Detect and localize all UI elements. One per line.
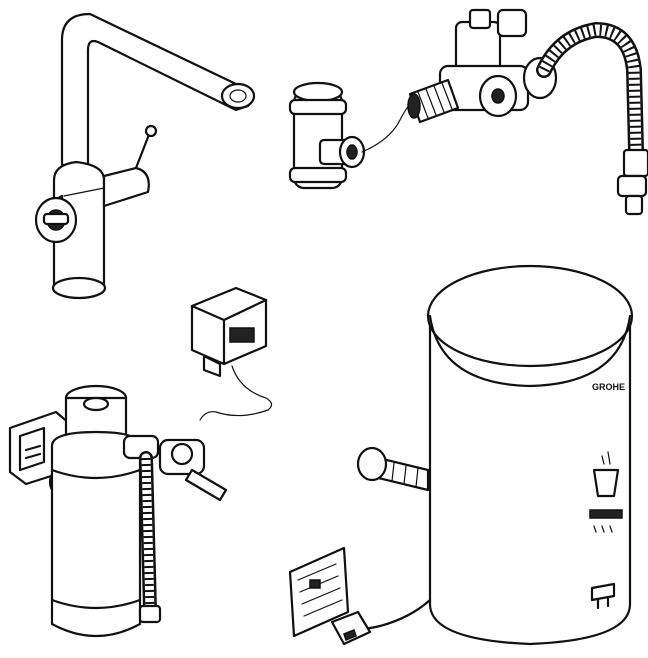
instruction-card-icon <box>309 579 321 589</box>
tank-top <box>426 264 634 368</box>
valve-top-cap <box>468 8 492 30</box>
tank-indicator-ticks <box>593 525 613 533</box>
valve-top-right <box>496 8 528 38</box>
valve-front-hole <box>491 88 505 104</box>
t-connector <box>288 81 421 190</box>
hose-braid <box>539 24 642 151</box>
valve-threads <box>417 82 453 119</box>
faucet-aerator-inner <box>229 89 247 103</box>
faucet-lever <box>134 130 152 170</box>
faucet-knob-grip <box>42 212 70 226</box>
power-plug <box>330 598 432 646</box>
filter-hose-end <box>138 604 162 624</box>
faucet-body-seam <box>63 187 105 197</box>
filter-head-knob <box>82 396 110 412</box>
power-plug-prong <box>343 629 357 641</box>
control-box-foot <box>202 354 222 378</box>
flexible-hose <box>536 21 648 216</box>
faucet-base <box>51 276 107 300</box>
filter-hose-fill <box>141 453 155 615</box>
tank-cup-icon <box>592 468 620 498</box>
tank-bottom-logo <box>590 582 616 610</box>
t-connector-ring-top <box>288 98 348 116</box>
instruction-card <box>288 546 350 638</box>
control-box-display <box>229 327 255 343</box>
t-connector-fitting-hole <box>346 144 358 160</box>
hose-nut-lower <box>616 174 648 198</box>
valve-inlet-opening <box>407 93 421 119</box>
filter-bracket-plate <box>18 426 46 472</box>
faucet-lever-tip <box>144 124 158 138</box>
filter-cartridge <box>50 430 142 638</box>
hose-nut-upper <box>622 148 648 178</box>
valve-assembly <box>407 8 558 124</box>
filter-valve-outlet <box>184 468 228 502</box>
tank-brand-label: GROHE <box>592 382 625 392</box>
hose-end <box>624 194 644 216</box>
power-cable <box>354 598 432 630</box>
boiler-tank: GROHE <box>356 264 634 646</box>
control-box-body <box>190 286 268 366</box>
tank-top-rim <box>428 314 632 388</box>
filter-cartridge-base-band <box>50 598 142 610</box>
filter-valve-knob <box>170 442 194 466</box>
control-box-cable <box>199 365 273 421</box>
filter-hose-braid <box>141 457 155 611</box>
t-connector-ring-bottom <box>288 166 348 184</box>
water-filter <box>8 384 228 638</box>
control-box-edges <box>190 298 268 366</box>
filter-cartridge-band <box>50 468 142 480</box>
tank-steam-icon <box>601 451 611 465</box>
faucet-aerator <box>220 82 256 110</box>
faucet-spout <box>60 12 252 167</box>
tank-inlet-nut <box>356 446 388 482</box>
power-plug-body <box>330 610 372 646</box>
instruction-card-sheet <box>288 546 350 638</box>
control-box <box>190 286 273 421</box>
kitchen-faucet <box>34 12 256 300</box>
tank-body <box>428 314 632 646</box>
t-connector-top <box>292 81 344 103</box>
filter-bracket-holes <box>24 444 42 460</box>
faucet-lever-housing <box>102 166 150 208</box>
tank-indicator-strip <box>589 509 623 519</box>
